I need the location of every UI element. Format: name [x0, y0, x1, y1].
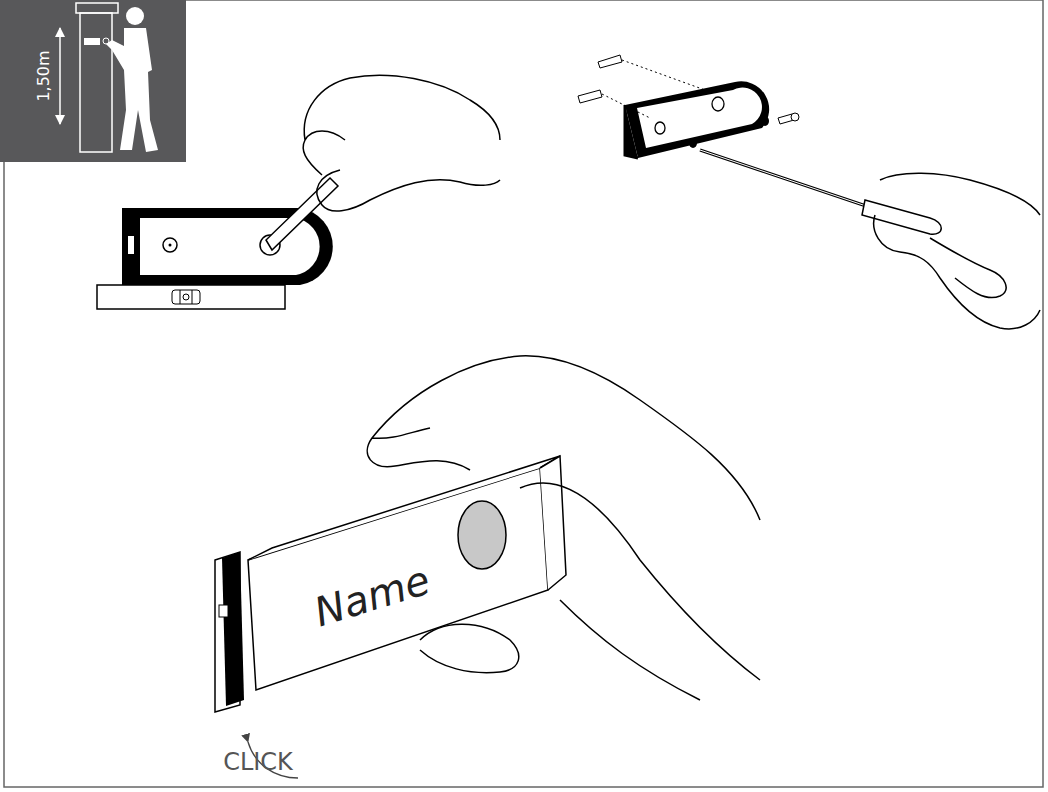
click-step	[215, 356, 760, 778]
dimension-label: 1,50m	[36, 50, 52, 101]
action-label: CLICK	[223, 750, 293, 774]
height-panel	[0, 0, 186, 162]
screwing-step	[578, 55, 1040, 329]
marking-step	[97, 75, 500, 309]
